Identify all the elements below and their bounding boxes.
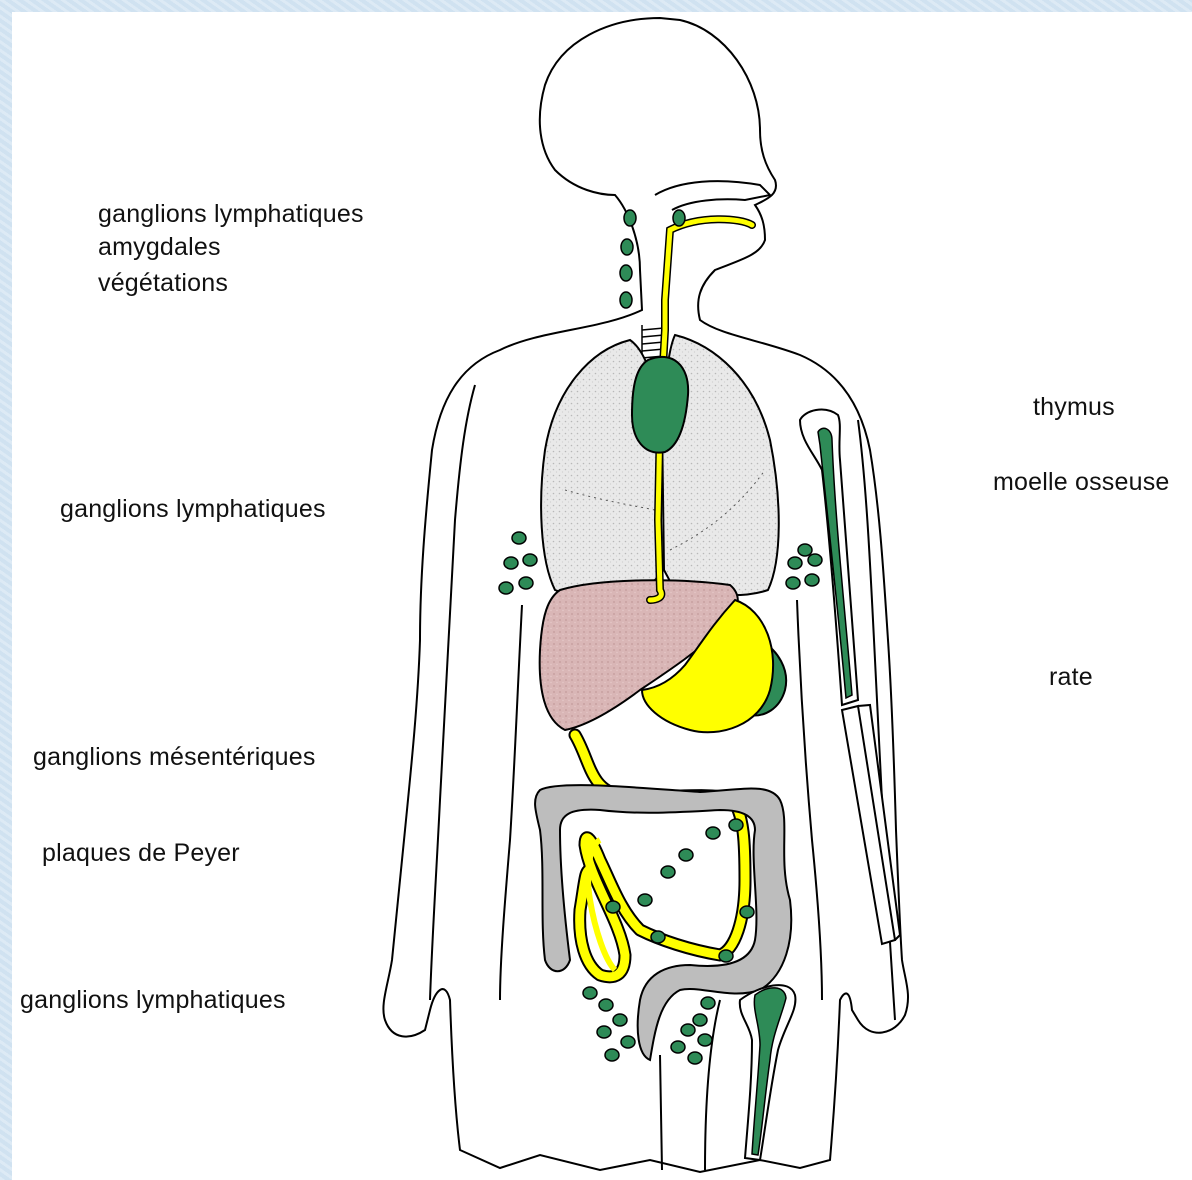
label-axillary-lymph-nodes: ganglions lymphatiques [60,495,326,524]
label-thymus: thymus [1033,393,1115,422]
label-tonsils: amygdales [98,233,221,262]
label-adenoids: végétations [98,269,228,298]
label-cervical-lymph-nodes: ganglions lymphatiques [98,200,364,229]
label-peyers-patches: plaques de Peyer [42,839,240,868]
label-inguinal-lymph-nodes: ganglions lymphatiques [20,986,286,1015]
label-spleen: rate [1049,663,1093,692]
label-mesenteric-nodes: ganglions mésentériques [33,743,316,772]
label-bone-marrow: moelle osseuse [993,468,1170,497]
